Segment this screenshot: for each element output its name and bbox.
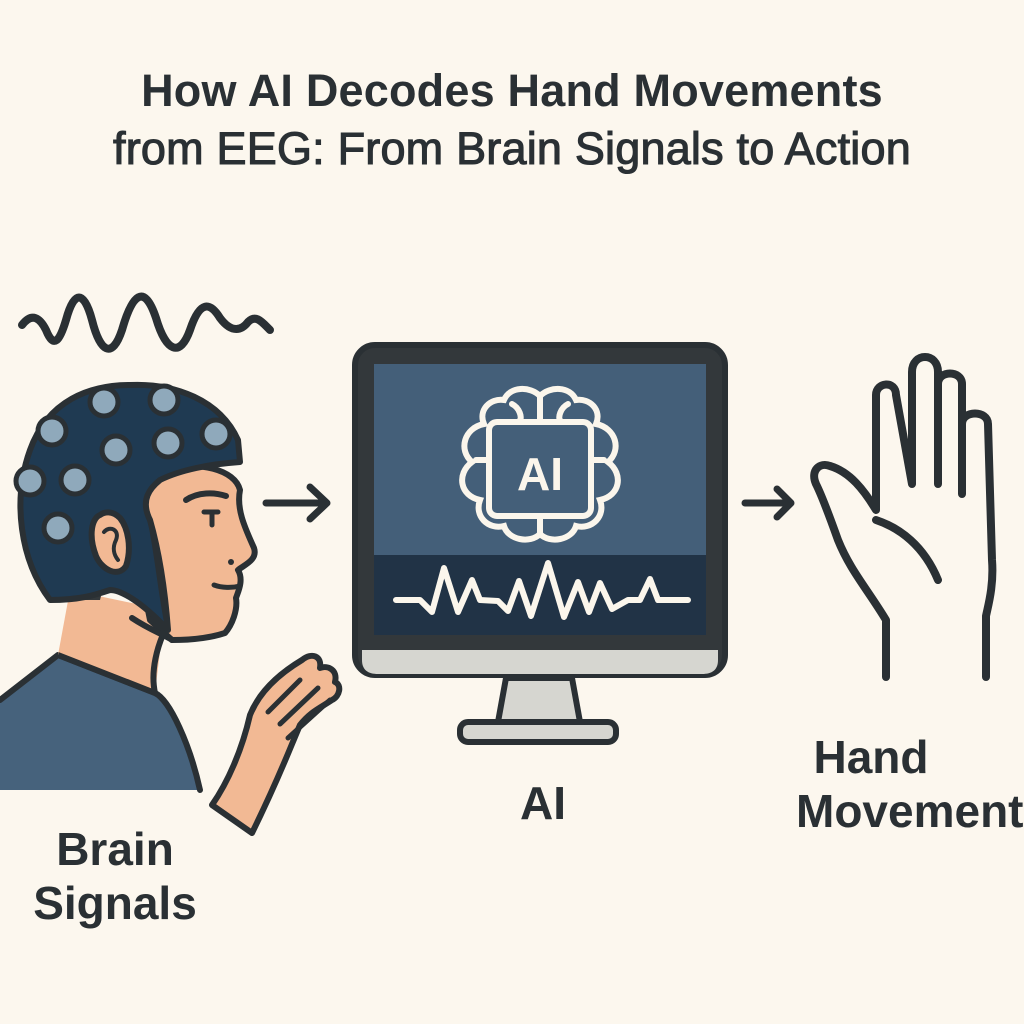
title-line-1: How AI Decodes Hand Movements <box>141 65 883 116</box>
label-line: Movement <box>796 785 1024 837</box>
ai-chip-badge: AI <box>517 448 563 500</box>
label-line: Hand <box>813 731 929 783</box>
page-title: How AI Decodes Hand Movements from EEG: … <box>0 62 1024 178</box>
label-line: AI <box>520 777 566 829</box>
stage-label-hand-movement: Hand Movement <box>796 730 1024 838</box>
label-line: Signals <box>33 877 197 929</box>
brain-wave-icon <box>18 292 274 353</box>
title-line-2: from EEG: From Brain Signals to Action <box>112 122 911 174</box>
open-hand-icon <box>810 353 997 681</box>
eeg-electrodes <box>13 383 233 545</box>
person-eeg-cap-icon <box>0 381 343 836</box>
arrow-right-icon <box>262 483 331 523</box>
stage-label-brain-signals: Brain Signals <box>20 822 210 930</box>
signal-waveform-icon <box>393 560 691 620</box>
computer-monitor-ai-icon: AI <box>352 342 728 745</box>
label-line: Brain <box>56 823 174 875</box>
arrow-right-icon <box>741 485 795 521</box>
stage-label-ai: AI <box>488 776 598 830</box>
